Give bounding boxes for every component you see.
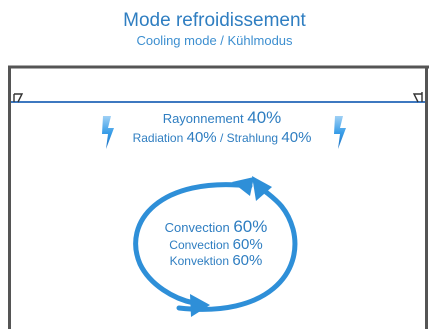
convection-loop-icon bbox=[133, 176, 298, 317]
radiation-bolt-left-icon bbox=[102, 116, 114, 149]
radiation-name-fr: Rayonnement bbox=[162, 111, 244, 126]
radiation-name-de: Strahlung bbox=[226, 131, 279, 145]
radiation-label-fr: Rayonnement 40% bbox=[100, 109, 344, 128]
radiation-value-en: 40% bbox=[186, 129, 217, 146]
radiation-bolt-right-icon bbox=[334, 116, 346, 149]
convection-label-fr: Convection 60% bbox=[145, 218, 287, 237]
radiation-value-fr: 40% bbox=[247, 108, 282, 127]
convection-label-de: Konvektion 60% bbox=[145, 253, 287, 269]
room-walls bbox=[8, 65, 429, 329]
radiation-value-de: 40% bbox=[281, 129, 312, 146]
convection-label-en: Convection 60% bbox=[145, 237, 287, 253]
diagram-subtitle: Cooling mode / Kühlmodus bbox=[136, 33, 293, 48]
convection-name-de: Konvektion bbox=[169, 254, 229, 268]
diagram-title: Mode refroidissement bbox=[123, 10, 306, 31]
radiation-label-en-de: Radiation 40% / Strahlung 40% bbox=[100, 129, 344, 147]
radiation-separator: / bbox=[219, 131, 224, 145]
ceiling-panel bbox=[11, 92, 425, 103]
convection-value-fr: 60% bbox=[233, 217, 268, 236]
convection-value-de: 60% bbox=[232, 252, 263, 269]
convection-name-fr: Convection bbox=[164, 220, 230, 235]
convection-value-en: 60% bbox=[232, 236, 263, 253]
convection-name-en: Convection bbox=[169, 238, 230, 252]
radiation-name-en: Radiation bbox=[132, 131, 184, 145]
